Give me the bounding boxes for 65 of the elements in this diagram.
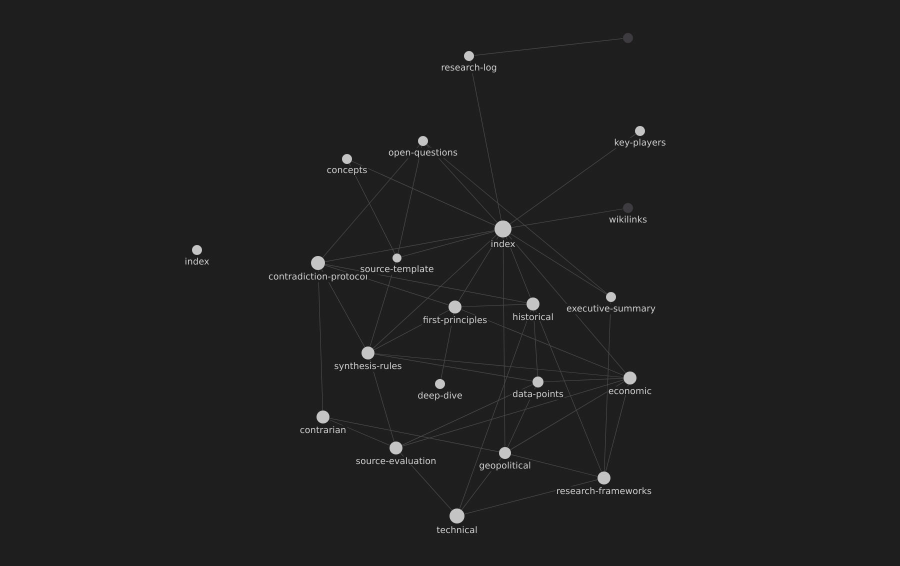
graph-dot xyxy=(435,379,445,389)
connector-line xyxy=(402,380,624,446)
connector-line xyxy=(510,134,636,224)
connector-line xyxy=(328,419,390,446)
connector-line xyxy=(605,384,629,472)
graph-dot xyxy=(418,136,428,146)
connector-line xyxy=(508,235,626,374)
connector-line xyxy=(474,38,624,56)
connector-line xyxy=(464,479,598,514)
connector-line xyxy=(318,270,324,411)
graph-dot xyxy=(390,442,402,454)
connector-line xyxy=(324,230,495,262)
connector-line xyxy=(511,208,624,228)
graph-dot xyxy=(598,472,610,484)
connector-line xyxy=(370,262,396,347)
graph-dot xyxy=(464,51,474,61)
graph-dot xyxy=(623,203,633,213)
connector-line xyxy=(398,146,422,254)
node-label: geopolitical xyxy=(478,460,532,472)
connector-line xyxy=(372,234,497,349)
graph-dot xyxy=(494,220,512,238)
connector-line xyxy=(426,144,608,294)
connector-line xyxy=(324,264,527,304)
connector-line xyxy=(400,452,452,511)
connector-line xyxy=(510,381,625,450)
connector-line xyxy=(459,310,532,510)
graph-dot xyxy=(624,372,636,384)
node-label: data-points xyxy=(512,389,564,400)
graph-dot xyxy=(342,154,352,164)
graph-dot xyxy=(316,410,330,424)
connector-line xyxy=(401,231,495,258)
connector-line xyxy=(510,454,598,477)
connector-line xyxy=(351,160,496,226)
graph-dot xyxy=(448,300,462,314)
connector-line xyxy=(329,418,500,452)
graph-dot xyxy=(362,346,374,360)
node-label: source-evaluation xyxy=(356,457,436,464)
connector-line xyxy=(460,309,624,376)
graph-dot xyxy=(532,376,544,388)
connector-line xyxy=(535,310,602,472)
graph-dot xyxy=(606,292,616,302)
connector-line xyxy=(374,353,624,378)
graph-dot xyxy=(635,126,645,136)
graph-dot xyxy=(450,508,464,524)
node-label: first-principles xyxy=(422,315,488,326)
connector-line xyxy=(349,163,396,254)
graph-dot xyxy=(526,298,540,310)
graph-dot xyxy=(499,447,511,459)
connector-line xyxy=(510,233,607,295)
connector-line xyxy=(374,354,533,382)
node-label: open-questions xyxy=(388,148,458,158)
connector-line xyxy=(458,236,499,302)
graph-dot xyxy=(311,256,325,270)
connector-line xyxy=(461,304,527,308)
connector-line xyxy=(322,144,420,258)
connector-line xyxy=(370,359,394,442)
graph-dot xyxy=(623,33,633,43)
graph-dot xyxy=(192,245,202,255)
connector-line xyxy=(502,237,506,448)
node-label: executive-summary xyxy=(566,304,656,314)
connector-line xyxy=(402,384,534,446)
connector-line xyxy=(543,378,624,382)
connector-line xyxy=(604,302,612,472)
connector-line xyxy=(470,60,502,221)
graph-dot xyxy=(392,254,402,262)
